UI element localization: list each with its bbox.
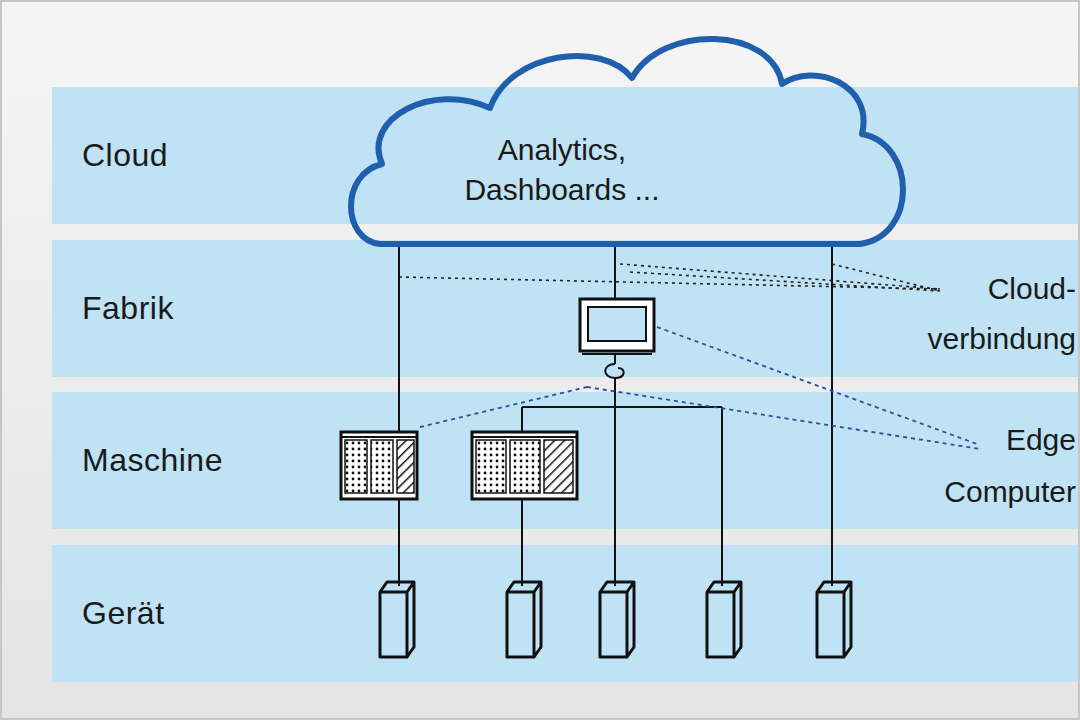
controller-module <box>510 440 540 493</box>
controller-symbol <box>472 432 577 499</box>
controller-case <box>341 432 417 499</box>
callout-label: Cloud- verbindung <box>906 264 1076 364</box>
device-symbol <box>817 582 851 657</box>
device-symbol <box>507 582 541 657</box>
controller-module <box>397 440 414 493</box>
device-symbol <box>707 582 741 657</box>
leader-line <box>587 387 980 449</box>
wire <box>614 244 616 299</box>
layer-band: Gerät <box>52 545 1080 682</box>
monitor-base <box>582 353 652 355</box>
controller-module <box>476 440 506 493</box>
monitor-case <box>580 299 654 351</box>
layer-name: Cloud <box>82 137 168 174</box>
layer-name: Maschine <box>82 442 223 479</box>
leader-lines <box>399 264 940 291</box>
cloud-shape: Analytics, Dashboards ... <box>340 22 910 257</box>
wire <box>614 378 616 586</box>
controller-symbol <box>341 432 417 499</box>
leader-line <box>620 264 940 289</box>
leader-line <box>630 272 940 291</box>
cable-loop <box>605 364 623 378</box>
wire <box>614 354 616 364</box>
layer-band: Fabrik <box>52 240 1080 377</box>
controller-module <box>544 440 573 493</box>
device-symbol <box>600 582 634 657</box>
callout-label: Edge Computer <box>906 414 1076 518</box>
wire <box>831 244 833 586</box>
wire <box>522 406 722 408</box>
monitor-screen <box>588 307 646 341</box>
leader-line <box>832 264 940 291</box>
controller-module <box>345 440 367 493</box>
layer-name: Gerät <box>82 595 165 632</box>
controller-module <box>371 440 393 493</box>
controller-rail <box>341 436 417 438</box>
device-symbol <box>380 582 414 657</box>
wire <box>398 499 400 586</box>
controller-rail <box>472 436 577 438</box>
device-symbols <box>380 582 851 657</box>
leader-line <box>420 387 587 427</box>
wire <box>521 407 523 432</box>
wire <box>721 407 723 586</box>
cloud-text: Analytics, Dashboards ... <box>427 130 697 210</box>
wire <box>398 244 400 432</box>
monitor-symbol <box>580 299 654 378</box>
controller-case <box>472 432 577 499</box>
layer-name: Fabrik <box>82 290 174 327</box>
wire <box>521 499 523 586</box>
cloud-outline-path <box>351 39 903 244</box>
wires <box>399 244 832 586</box>
